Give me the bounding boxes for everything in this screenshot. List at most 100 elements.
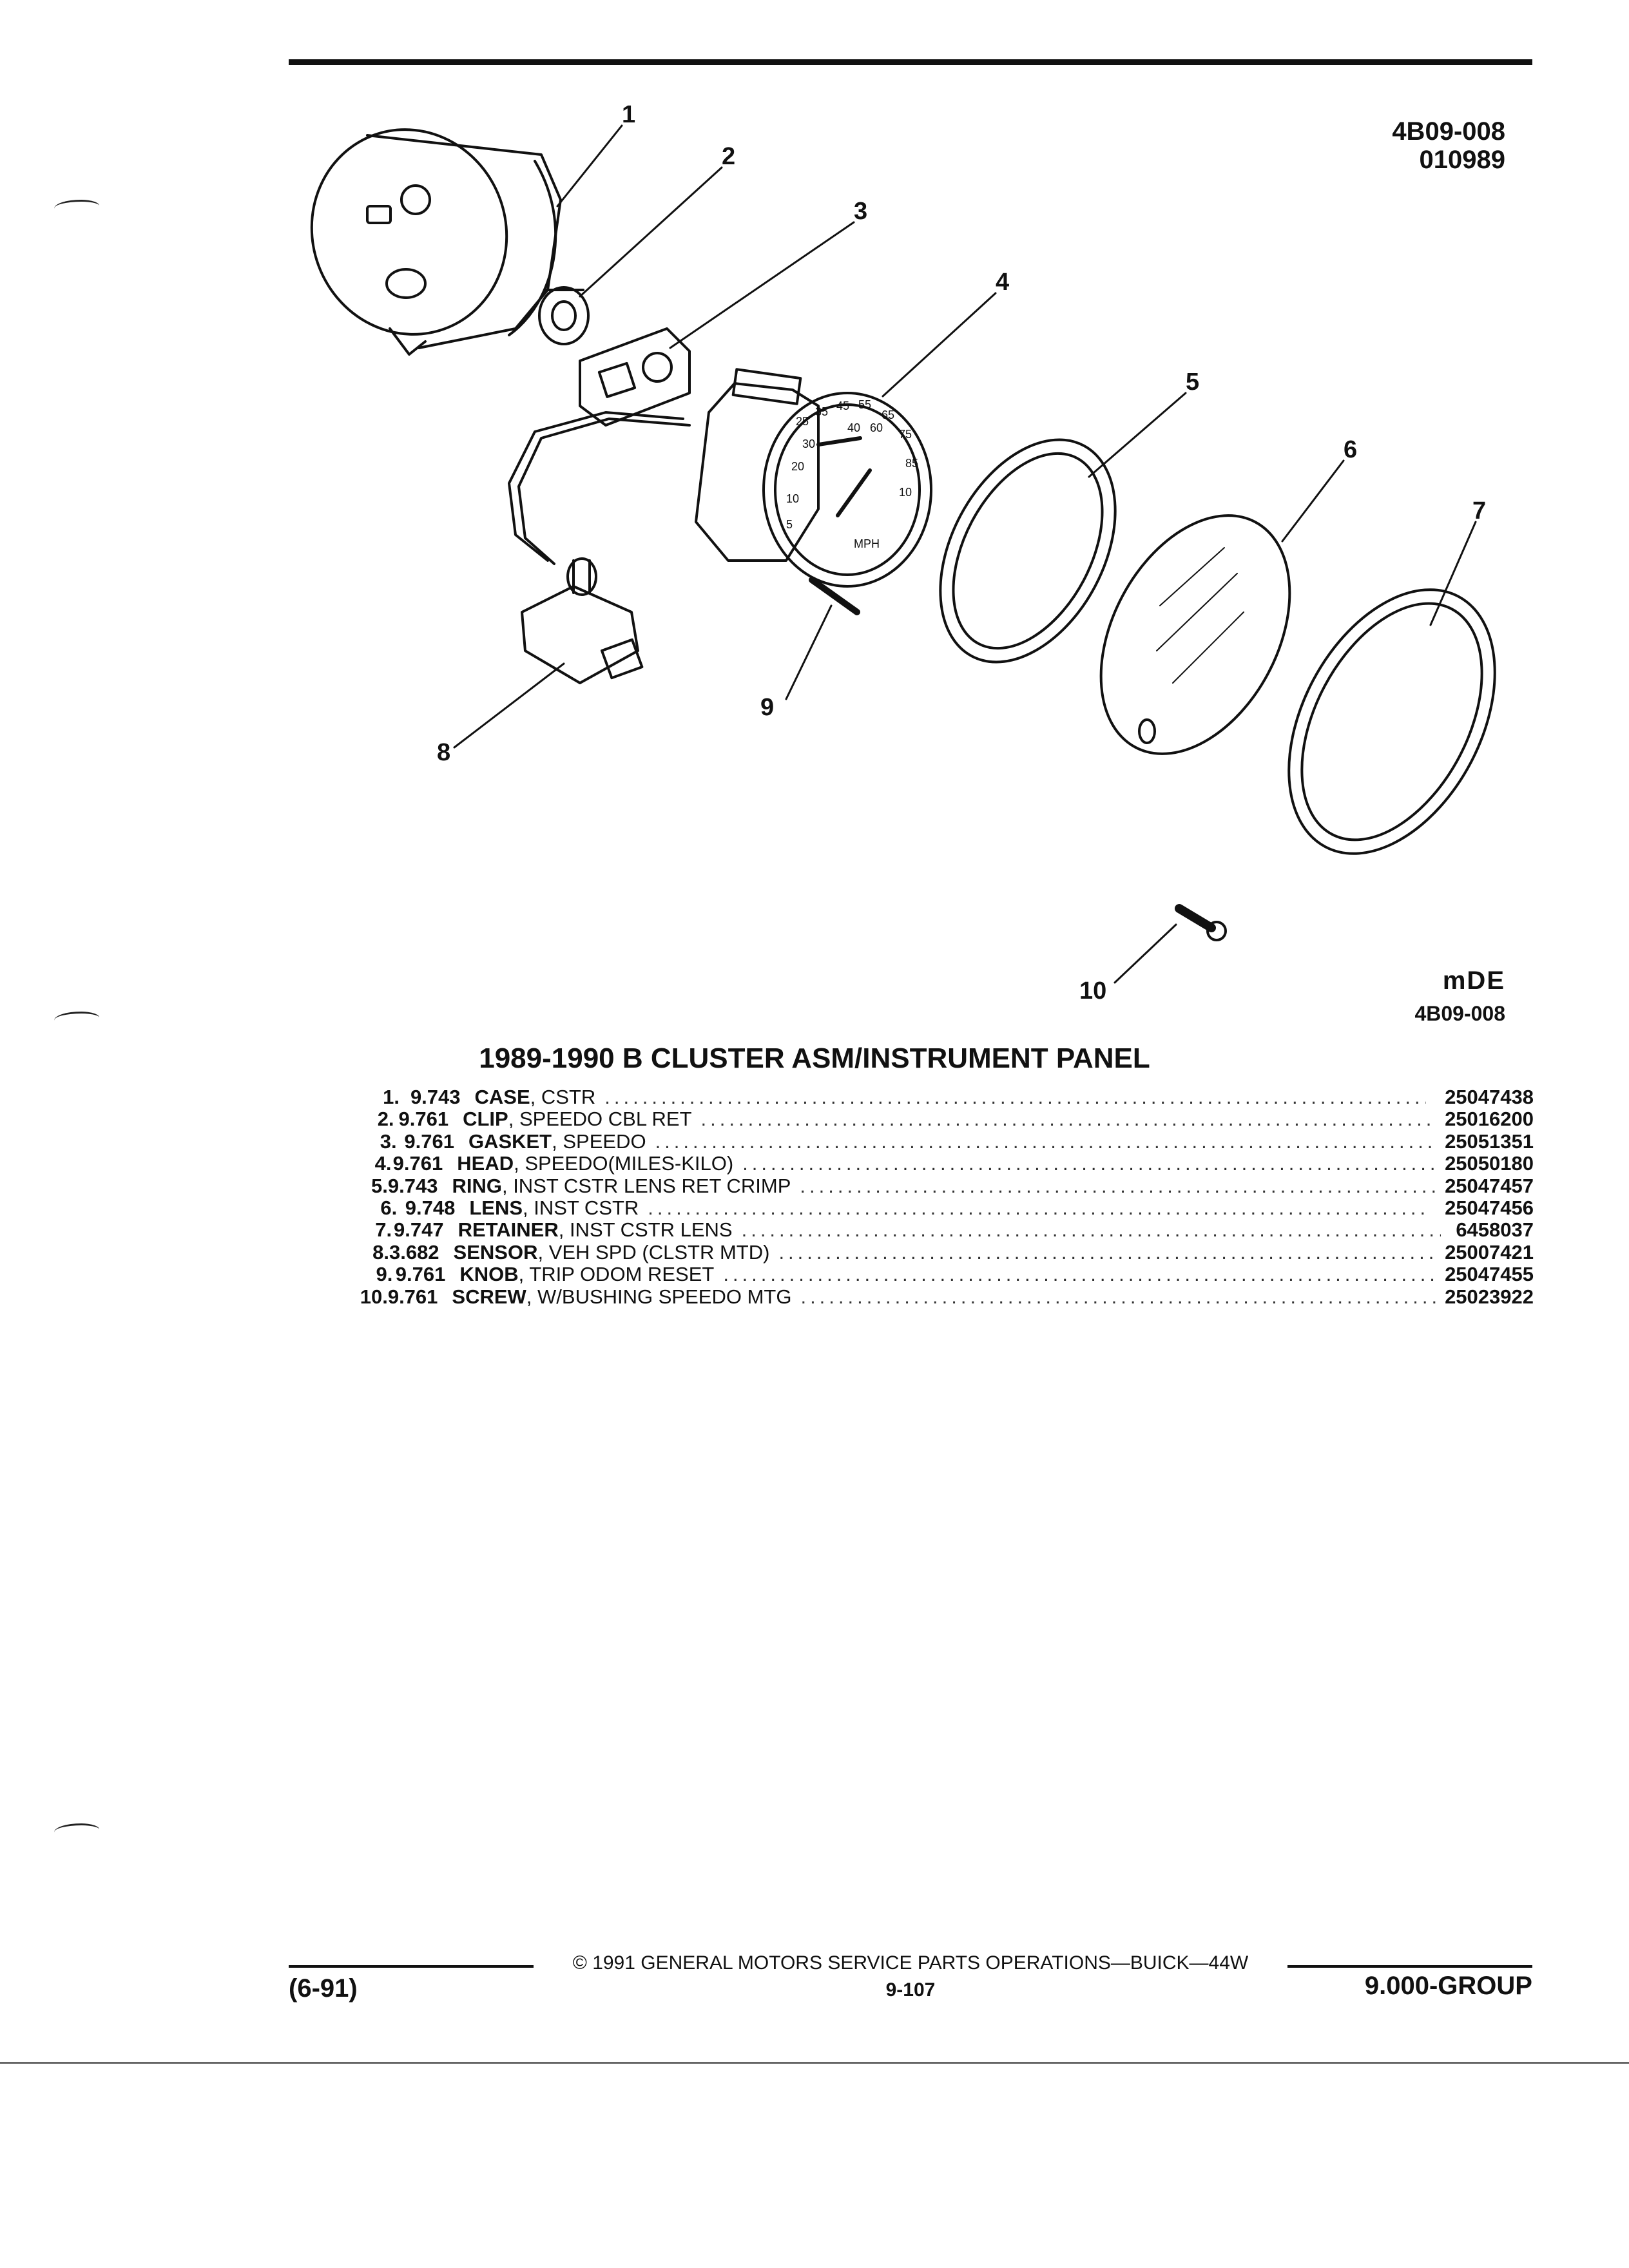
item-number: 4.	[374, 1152, 392, 1175]
scan-bottom-rule	[0, 2062, 1629, 2064]
part-description: CLIP, SPEEDO CBL RET	[463, 1108, 691, 1130]
group-number: 9.761	[395, 1263, 446, 1286]
diagram-logo: mDE 4B09-008	[1414, 966, 1505, 1026]
gauge-number: 45	[836, 399, 849, 412]
part-detail: , W/BUSHING SPEEDO MTG	[526, 1285, 792, 1308]
part-number: 25050180	[1445, 1152, 1534, 1175]
leader-dots: ........................................…	[700, 1108, 1436, 1131]
mde-logo: mDE	[1442, 966, 1505, 995]
gauge-number: 20	[791, 460, 804, 473]
parts-row: 6. 9.748 LENS, INST CSTR ...............…	[348, 1196, 1534, 1220]
part-number: 25047438	[1445, 1086, 1534, 1108]
part-detail: , SPEEDO(MILES-KILO)	[514, 1152, 734, 1175]
part-speedo-head-drawing: MPH	[695, 368, 932, 615]
part-clip-drawing	[538, 286, 590, 345]
parts-row: 3. 9.761 GASKET, SPEEDO ................…	[348, 1129, 1534, 1153]
part-name: CLIP	[463, 1108, 508, 1131]
gauge-numbers: 25 35 45 55 65 75 85 10 20 30 40 60 5 10	[786, 398, 918, 531]
callout-3: 3	[854, 198, 867, 225]
part-description: HEAD, SPEEDO(MILES-KILO)	[457, 1153, 733, 1175]
part-number: 25047457	[1445, 1174, 1534, 1197]
leader-dots: ........................................…	[741, 1219, 1441, 1242]
group-number: 9.761	[387, 1285, 438, 1308]
callout-7: 7	[1472, 497, 1486, 524]
part-name: GASKET	[468, 1129, 552, 1153]
group-number: 9.747	[393, 1218, 444, 1242]
part-name: HEAD	[457, 1152, 514, 1175]
leader-dots: ........................................…	[800, 1175, 1436, 1197]
part-description: KNOB, TRIP ODOM RESET	[459, 1264, 714, 1285]
part-description: RING, INST CSTR LENS RET CRIMP	[452, 1175, 791, 1197]
part-description: SCREW, W/BUSHING SPEEDO MTG	[452, 1285, 792, 1308]
group-number: 9.748	[405, 1196, 456, 1220]
part-name: SCREW	[452, 1285, 526, 1308]
part-detail: , CSTR	[530, 1086, 596, 1108]
part-lens-drawing	[1099, 514, 1291, 755]
leader-dots: ........................................…	[655, 1130, 1432, 1153]
part-number: 25047456	[1445, 1196, 1534, 1220]
leader-dots: ........................................…	[604, 1086, 1427, 1108]
callout-9: 9	[760, 694, 774, 721]
part-description: GASKET, SPEEDO	[468, 1129, 646, 1153]
exploded-parts-diagram: MPH	[310, 101, 1496, 1004]
item-number: 7.	[375, 1218, 392, 1242]
part-name: KNOB	[459, 1263, 519, 1286]
callout-5: 5	[1186, 369, 1199, 396]
callout-4: 4	[996, 269, 1009, 296]
gauge-number: 65	[882, 408, 894, 421]
group-number: 3.682	[389, 1240, 439, 1264]
leader-lines	[453, 124, 1477, 984]
item-number: 10.	[360, 1285, 388, 1308]
part-detail: , SPEEDO	[552, 1129, 646, 1153]
part-number: 25051351	[1445, 1129, 1534, 1153]
item-number: 8.	[372, 1240, 389, 1264]
part-gasket-drawing	[579, 327, 691, 427]
part-retainer-drawing	[1287, 588, 1496, 855]
callout-10: 10	[1079, 977, 1106, 1004]
page-number: 9-107	[885, 1979, 936, 2001]
part-name: LENS	[469, 1196, 523, 1220]
part-case-drawing	[310, 128, 562, 356]
gauge-number: 25	[796, 415, 809, 428]
callout-8: 8	[437, 739, 450, 766]
gauge-number: 60	[870, 421, 883, 434]
footer-rule-right	[1287, 1965, 1532, 1968]
diagram-logo-code: 4B09-008	[1414, 1002, 1505, 1025]
part-ring-drawing	[939, 438, 1117, 664]
gauge-number: 35	[815, 405, 828, 418]
gauge-number: 30	[802, 437, 815, 450]
figure-ref-code: 4B09-008	[1392, 117, 1505, 146]
callout-labels: 1 2 3 4 5 6 7 8 9 10	[437, 101, 1486, 1004]
part-screw-drawing	[1175, 904, 1227, 941]
figure-ref-date: 010989	[1419, 146, 1505, 174]
part-number: 25016200	[1445, 1108, 1534, 1131]
leader-dots: ........................................…	[800, 1285, 1436, 1308]
figure-reference: 4B09-008 010989	[1392, 117, 1505, 174]
top-rule	[289, 59, 1532, 65]
gauge-number: 5	[786, 518, 793, 531]
gauge-number: 40	[847, 421, 860, 434]
leader-dots: ........................................…	[648, 1197, 1431, 1220]
part-number: 6458037	[1456, 1218, 1534, 1242]
part-number: 25023922	[1445, 1285, 1534, 1308]
copyright-notice: © 1991 GENERAL MOTORS SERVICE PARTS OPER…	[572, 1952, 1249, 1974]
parts-row: 9. 9.761 KNOB, TRIP ODOM RESET .........…	[348, 1263, 1534, 1286]
section-title: 1989-1990 B CLUSTER ASM/INSTRUMENT PANEL	[479, 1043, 1150, 1074]
part-detail: , INST CSTR	[523, 1196, 639, 1220]
leader-dots: ........................................…	[723, 1264, 1436, 1286]
part-detail: , INST CSTR LENS	[558, 1218, 733, 1242]
part-description: LENS, INST CSTR	[469, 1196, 639, 1220]
part-detail: , SPEEDO CBL RET	[508, 1108, 692, 1131]
item-number: 1.	[383, 1086, 400, 1108]
parts-row: 5. 9.743 RING, INST CSTR LENS RET CRIMP …	[348, 1175, 1534, 1197]
callout-1: 1	[622, 101, 635, 128]
hole-punch-mark	[54, 200, 99, 215]
leader-dots: ........................................…	[778, 1241, 1436, 1264]
callout-6: 6	[1344, 436, 1357, 463]
part-detail: , TRIP ODOM RESET	[518, 1263, 715, 1286]
part-detail: , VEH SPD (CLSTR MTD)	[537, 1240, 770, 1264]
callout-2: 2	[722, 143, 735, 170]
part-description: SENSOR, VEH SPD (CLSTR MTD)	[454, 1240, 770, 1264]
item-number: 2.	[377, 1108, 394, 1131]
parts-row: 8. 3.682 SENSOR, VEH SPD (CLSTR MTD) ...…	[348, 1240, 1534, 1264]
